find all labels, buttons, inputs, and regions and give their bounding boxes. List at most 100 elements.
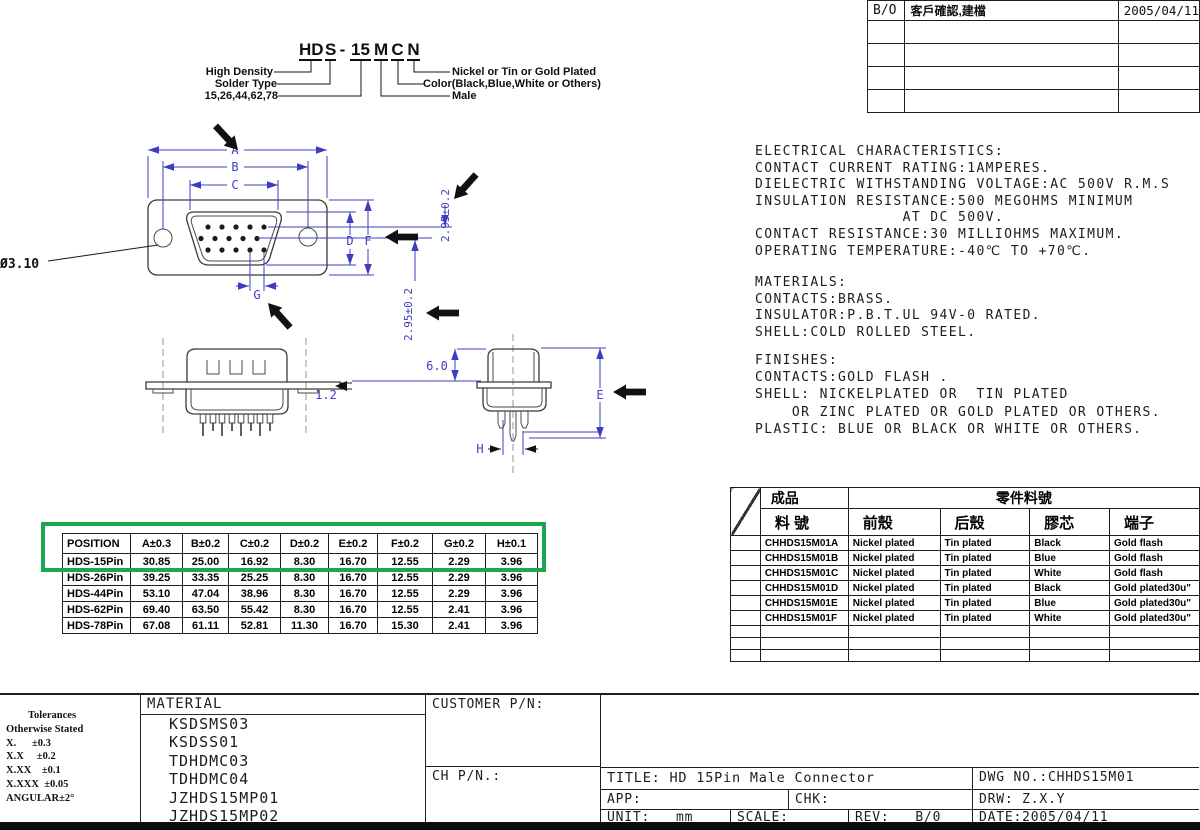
material-item: JZHDS15MP01 <box>169 788 280 807</box>
text-line: CONTACT CURRENT RATING:1AMPERES. <box>755 160 1051 176</box>
material-item: KSDSMS03 <box>169 715 250 733</box>
terminal-header: 端子 <box>1109 508 1200 536</box>
table-row: HDS-78Pin 67.08 61.11 52.81 11.30 16.70 … <box>62 617 538 634</box>
parts-table: 成品 零件料號 料 號 前殼 后殼 膠芯 端子 CHHDS15M01A Nick… <box>730 487 1200 662</box>
finished-goods-header: 成品 <box>759 487 849 509</box>
dim-label-h: H <box>476 442 483 456</box>
material-cell: MATERIAL KSDSMS03 KSDSS01 TDHDMC03 TDHDM… <box>140 695 425 825</box>
text-line: AT DC 500V. <box>755 210 1005 226</box>
dim-label-b: B <box>231 160 238 174</box>
table-row: CHHDS15M01B Nickel plated Tin plated Blu… <box>730 550 1200 566</box>
parts-table-header-row-2: 料 號 前殼 后殼 膠芯 端子 <box>731 508 1200 536</box>
diagonal-cell <box>730 487 761 536</box>
text-line: INSULATION RESISTANCE:500 MEGOHMS MINIMU… <box>755 193 1134 209</box>
text-line: PLASTIC: BLUE OR BLACK OR WHITE OR OTHER… <box>755 421 1143 437</box>
mounting-hole-left <box>153 228 173 248</box>
text-line: CONTACTS:BRASS. <box>755 291 894 307</box>
mounting-hole-right <box>298 227 318 247</box>
pn-segment-s: S <box>325 40 337 61</box>
pn-callout-pin-counts: 15,26,44,62,78 <box>204 90 278 102</box>
scale-cell: SCALE: <box>730 809 848 825</box>
revision-row: B/O 客戶確認,建檔 2005/04/11 <box>866 0 1200 21</box>
ch-pn-cell: CH P/N.: <box>425 767 600 824</box>
revision-empty-row <box>866 89 1200 113</box>
drw-cell: DRW: Z.X.Y <box>972 789 1199 809</box>
text-line: SHELL:COLD ROLLED STEEL. <box>755 324 977 340</box>
table-row: CHHDS15M01C Nickel plated Tin plated Whi… <box>730 565 1200 581</box>
dimension-table: POSITION A±0.3 B±0.2 C±0.2 D±0.2 E±0.2 F… <box>62 533 538 634</box>
column-header-b: B±0.2 <box>182 533 229 554</box>
dim-label-g: G <box>253 288 260 302</box>
revision-table: B/O 客戶確認,建檔 2005/04/11 <box>866 0 1200 113</box>
chk-label: CHK: <box>795 792 830 807</box>
material-item: TDHDMC04 <box>169 770 250 789</box>
pin-dots <box>198 224 267 253</box>
revision-empty-row <box>866 20 1200 44</box>
dim-label-f: F <box>364 234 371 248</box>
side-view-left: 1.2 <box>145 338 352 437</box>
revision-empty-row <box>866 43 1200 67</box>
unit-value: UNIT: mm <box>607 810 694 825</box>
parts-table-header-row-1: 成品 零件料號 <box>730 487 1200 536</box>
revision-empty-row <box>866 66 1200 90</box>
customer-pn-label: CUSTOMER P/N: <box>432 697 545 712</box>
dim-label-row-pitch-lower: 2.95±0.2 <box>402 288 415 341</box>
column-header-a: A±0.3 <box>130 533 183 554</box>
text-line: OPERATING TEMPERATURE:-40℃ TO +70℃. <box>755 243 1092 259</box>
electrical-characteristics-block: ELECTRICAL CHARACTERISTICS: CONTACT CURR… <box>755 144 1170 260</box>
dim-label-e: E <box>596 388 603 402</box>
customer-pn-cell: CUSTOMER P/N: <box>425 695 600 767</box>
column-header-h: H±0.1 <box>485 533 538 554</box>
unit-cell: UNIT: mm <box>600 809 730 825</box>
table-row: HDS-44Pin 53.10 47.04 38.96 8.30 16.70 1… <box>62 585 538 602</box>
app-cell: APP: <box>600 789 788 809</box>
arrow-at-dim-f <box>385 229 418 245</box>
pn-callout-male: Male <box>452 90 477 102</box>
pn-callout-plating: Nickel or Tin or Gold Plated <box>452 66 597 78</box>
pn-segment-15: 15 <box>350 40 371 61</box>
text-line: OR ZINC PLATED OR GOLD PLATED OR OTHERS. <box>755 404 1161 420</box>
text-line: ELECTRICAL CHARACTERISTICS: <box>755 144 1005 159</box>
date-value: DATE:2005/04/11 <box>979 810 1109 825</box>
table-row: HDS-62Pin 69.40 63.50 55.42 8.30 16.70 1… <box>62 601 538 618</box>
column-header-d: D±0.2 <box>280 533 329 554</box>
text-line: FINISHES: <box>755 353 839 368</box>
rear-shell-header: 后殼 <box>939 508 1031 536</box>
column-header-e: E±0.2 <box>328 533 378 554</box>
front-shell-header: 前殼 <box>847 508 941 536</box>
empty-row <box>730 649 1200 662</box>
finishes-block: FINISHES: CONTACTS:GOLD FLASH . SHELL: N… <box>755 352 1161 438</box>
dim-label-d: D <box>346 234 353 248</box>
part-number-header: 零件料號 <box>847 487 1200 509</box>
empty-row <box>730 625 1200 638</box>
pn-callout-color: Color(Black,Blue,White or Others) <box>423 78 601 90</box>
title-cell: TITLE: HD 15Pin Male Connector <box>600 767 972 789</box>
pn-callout-solder-type: Solder Type <box>214 78 277 90</box>
side-view-right: 6.0 E H <box>352 334 606 477</box>
pn-column-header: 料 號 <box>759 508 849 536</box>
dim-label-row-pitch-upper: 2.95±0.2 <box>439 189 452 242</box>
pn-segment-c: C <box>391 40 404 61</box>
text-line: DIELECTRIC WITHSTANDING VOLTAGE:AC 500V … <box>755 177 1171 193</box>
revision-code: B/O <box>866 0 906 21</box>
tolerances-cell: Tolerances Otherwise Stated X. ±0.3 X.X … <box>0 695 140 824</box>
arrow-at-dim-g <box>262 297 296 333</box>
core-header: 膠芯 <box>1029 508 1111 536</box>
app-label: APP: <box>607 792 642 807</box>
pn-segment-m: M <box>374 40 389 61</box>
customer-pn-value-cell <box>600 695 1199 767</box>
front-view-dimensions: A B C D F 2.95±0.2 2.95±0.2 <box>0 143 452 341</box>
dwg-no-cell: DWG NO.:CHHDS15M01 <box>972 767 1199 789</box>
table-row: CHHDS15M01F Nickel plated Tin plated Whi… <box>730 610 1200 626</box>
text-line: SHELL: NICKELPLATED OR TIN PLATED <box>755 387 1069 403</box>
pn-callout-high-density: High Density <box>205 66 273 78</box>
pn-segment-dash: - <box>339 40 346 59</box>
arrow-at-row-pitch-lower <box>426 305 459 321</box>
chk-cell: CHK: <box>788 789 972 809</box>
pn-segment-n: N <box>407 40 420 61</box>
dim-label-c: C <box>231 178 238 192</box>
rev-cell: REV: B/0 <box>848 809 972 825</box>
annotation-arrows <box>210 120 646 400</box>
date-cell: DATE:2005/04/11 <box>972 809 1199 825</box>
